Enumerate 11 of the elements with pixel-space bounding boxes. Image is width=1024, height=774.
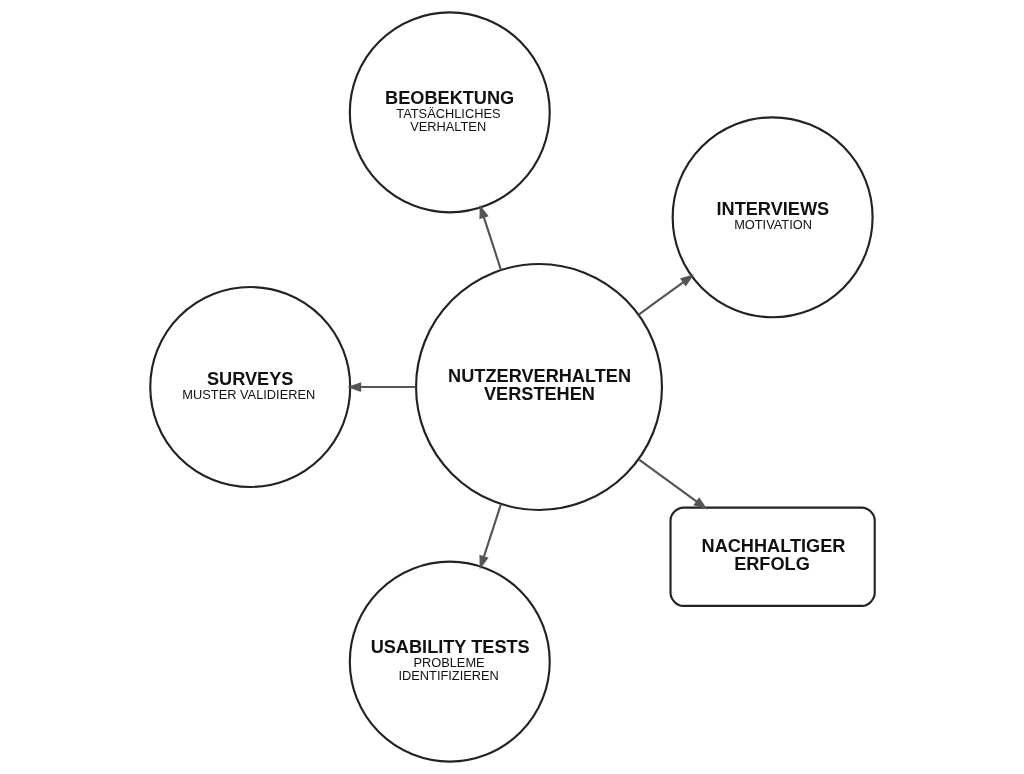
node-circle: BEOBEKTUNG TATSÄCHLICHES VERHALTEN	[348, 11, 551, 214]
node-box: NACHHALTIGER ERFOLG	[668, 506, 876, 607]
arrow	[346, 382, 416, 392]
node-circle: INTERVIEWS MOTIVATION	[671, 116, 874, 319]
arrow	[637, 274, 694, 316]
node-circle: NUTZERVERHALTEN VERSTEHEN	[414, 263, 663, 511]
arrow	[478, 204, 502, 271]
arrow	[637, 458, 708, 510]
node-circle: SURVEYS MUSTER VALIDIEREN	[148, 285, 351, 489]
node-circle: USABILITY TESTS PROBLEME IDENTIFIZIEREN	[348, 560, 551, 763]
arrow	[478, 503, 502, 570]
